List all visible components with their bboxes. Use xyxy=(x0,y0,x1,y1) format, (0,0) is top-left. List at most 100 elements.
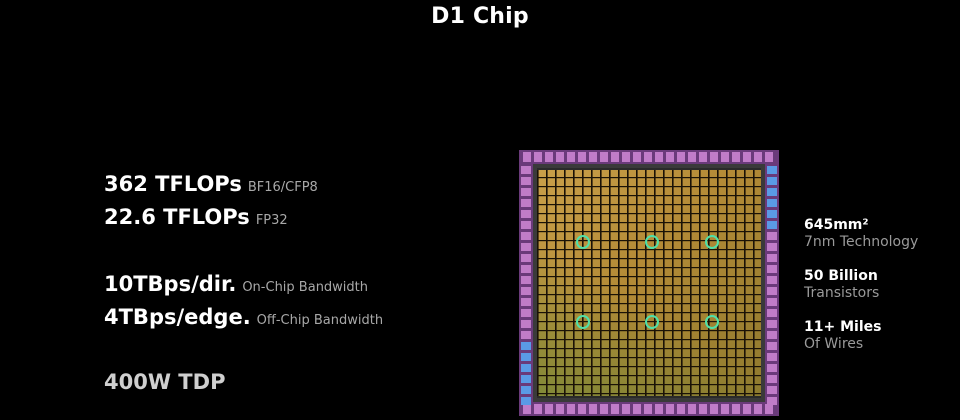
io-pad xyxy=(556,404,564,414)
io-pad xyxy=(567,152,575,162)
grid-line-h xyxy=(537,384,761,386)
grid-line-v xyxy=(645,168,647,398)
io-pad xyxy=(523,404,531,414)
io-pad xyxy=(743,152,751,162)
io-pad xyxy=(655,152,663,162)
grid-line-h xyxy=(537,267,761,269)
grid-line-h xyxy=(537,285,761,287)
io-pad xyxy=(611,404,619,414)
io-pad xyxy=(767,353,777,361)
io-pad xyxy=(545,152,553,162)
grid-line-v xyxy=(537,168,539,398)
io-pad xyxy=(767,397,777,405)
stat-label: 7nm Technology xyxy=(804,234,919,250)
hotspots xyxy=(576,235,719,329)
spec-note: BF16/CFP8 xyxy=(247,180,318,195)
io-pad xyxy=(688,152,696,162)
grid-line-h xyxy=(537,339,761,341)
io-pad xyxy=(765,152,773,162)
io-pad xyxy=(521,353,531,361)
io-pad xyxy=(521,243,531,251)
io-pad xyxy=(767,375,777,383)
io-pad xyxy=(578,404,586,414)
stat-transistors: 50 Billion Transistors xyxy=(804,268,879,302)
io-pad xyxy=(521,309,531,317)
grid-line-h xyxy=(537,249,761,251)
grid-line-h xyxy=(537,222,761,224)
io-pad xyxy=(523,152,531,162)
grid-line-h xyxy=(537,204,761,206)
grid-line-v xyxy=(600,168,602,398)
grid-line-h xyxy=(537,240,761,242)
io-pad xyxy=(677,404,685,414)
stat-die-size: 645mm² 7nm Technology xyxy=(804,217,918,251)
stat-value: 645mm² xyxy=(804,217,869,233)
io-pad xyxy=(767,188,777,196)
grid-line-v xyxy=(726,168,728,398)
io-pad xyxy=(521,375,531,383)
grid-line-h xyxy=(537,195,761,197)
io-pad xyxy=(633,152,641,162)
grid-line-h xyxy=(537,213,761,215)
io-pad xyxy=(688,404,696,414)
grid-line-v xyxy=(690,168,692,398)
io-pad xyxy=(545,404,553,414)
io-pad xyxy=(767,298,777,306)
io-pad xyxy=(767,276,777,284)
grid-line-h xyxy=(537,330,761,332)
grid-line-v xyxy=(663,168,665,398)
spec-on-chip-bandwidth: 10TBps/dir.On-Chip Bandwidth xyxy=(104,272,368,296)
io-ring-right xyxy=(767,166,777,405)
io-pad xyxy=(767,166,777,174)
grid-line-h xyxy=(537,303,761,305)
grid-line-h xyxy=(537,393,761,395)
grid-line-h xyxy=(537,294,761,296)
grid-line-h xyxy=(537,177,761,179)
io-pad xyxy=(521,166,531,174)
io-pad xyxy=(666,404,674,414)
io-pad xyxy=(521,342,531,350)
stat-label: Transistors xyxy=(804,285,880,301)
io-pad xyxy=(521,188,531,196)
io-pad xyxy=(534,152,542,162)
io-pad xyxy=(732,404,740,414)
io-pad xyxy=(767,364,777,372)
grid-line-v xyxy=(735,168,737,398)
io-pad xyxy=(767,287,777,295)
grid-line-v xyxy=(654,168,656,398)
grid-line-v xyxy=(708,168,710,398)
stat-value: 50 Billion xyxy=(804,268,878,284)
io-pad xyxy=(622,152,630,162)
spec-off-chip-bandwidth: 4TBps/edge.Off-Chip Bandwidth xyxy=(104,305,383,329)
hotspot-marker xyxy=(645,235,659,249)
io-pad xyxy=(556,152,564,162)
io-pad xyxy=(767,243,777,251)
io-pad xyxy=(710,404,718,414)
grid-line-v xyxy=(618,168,620,398)
io-pad xyxy=(521,265,531,273)
io-pad xyxy=(521,298,531,306)
grid-line-h xyxy=(537,258,761,260)
io-pad xyxy=(721,152,729,162)
io-pad xyxy=(521,397,531,405)
io-pad xyxy=(767,386,777,394)
grid-line-v xyxy=(546,168,548,398)
io-pad xyxy=(521,254,531,262)
io-pad xyxy=(767,320,777,328)
io-pad xyxy=(754,404,762,414)
io-pad xyxy=(534,404,542,414)
io-pad xyxy=(765,404,773,414)
hotspot-marker xyxy=(645,315,659,329)
hotspot-marker xyxy=(576,235,590,249)
io-pad xyxy=(611,152,619,162)
hotspot-marker xyxy=(705,235,719,249)
spec-note: FP32 xyxy=(255,213,288,228)
io-pad xyxy=(521,364,531,372)
io-pad xyxy=(644,152,652,162)
io-pad xyxy=(521,331,531,339)
grid-line-v xyxy=(672,168,674,398)
io-pad xyxy=(767,254,777,262)
io-pad xyxy=(699,404,707,414)
io-pad xyxy=(767,232,777,240)
